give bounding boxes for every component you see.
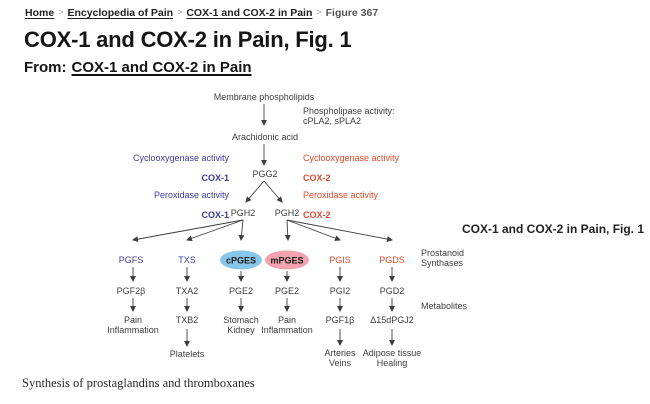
cyclooxygenase-activity-text: Cyclooxygenase activity bbox=[132, 153, 229, 163]
breadcrumb-separator: > bbox=[177, 7, 183, 17]
breadcrumb-separator: > bbox=[58, 7, 64, 17]
breadcrumb-current: Figure 367 bbox=[325, 7, 379, 19]
cox2-text: COX-2 bbox=[303, 173, 331, 183]
node-pgh2-left: PGH2 bbox=[230, 208, 256, 218]
node-pgi2: PGI2 bbox=[329, 286, 351, 296]
cox1-text: COX-1 bbox=[201, 210, 229, 220]
label-cyclooxygenase-cox2: Cyclooxygenase activity COX-2 bbox=[303, 143, 399, 193]
node-membrane-phospholipids: Membrane phospholipids bbox=[213, 92, 315, 102]
label-peroxidase-cox2: Peroxidase activity COX-2 bbox=[303, 180, 378, 230]
figure-caption: Synthesis of prostaglandins and thrombox… bbox=[22, 376, 255, 390]
node-pain-inflammation-left: Pain Inflammation bbox=[107, 315, 159, 335]
node-platelets: Platelets bbox=[169, 349, 205, 359]
node-stomach-kidney: Stomach Kidney bbox=[223, 315, 259, 335]
row-label-metabolites: Metabolites bbox=[421, 301, 468, 311]
node-txa2: TXA2 bbox=[175, 286, 199, 296]
node-pgfs: PGFS bbox=[118, 255, 144, 265]
node-pgg2: PGG2 bbox=[252, 169, 278, 179]
label-cyclooxygenase-cox1: Cyclooxygenase activity COX-1 bbox=[133, 143, 229, 193]
row-label-prostanoid-synthases: Prostanoid Synthases bbox=[421, 248, 465, 268]
mpges-ellipse: mPGES bbox=[265, 250, 309, 270]
breadcrumb-article-link[interactable]: COX-1 and COX-2 in Pain bbox=[186, 7, 313, 19]
peroxidase-activity-text: Peroxidase activity bbox=[153, 190, 229, 200]
node-pain-inflammation-right: Pain Inflammation bbox=[261, 315, 313, 335]
node-delta15dpgj2: Δ15dPGJ2 bbox=[370, 315, 414, 325]
peroxidase-activity-text: Peroxidase activity bbox=[303, 190, 379, 200]
node-pge2-cpges: PGE2 bbox=[228, 286, 254, 296]
figure-side-title: COX-1 and COX-2 in Pain, Fig. 1 bbox=[462, 222, 645, 236]
node-pgis: PGIS bbox=[329, 255, 351, 265]
cpges-ellipse: cPGES bbox=[220, 250, 262, 270]
node-pgds: PGDS bbox=[379, 255, 405, 265]
node-pge2-mpges: PGE2 bbox=[274, 286, 300, 296]
pathway-figure[interactable]: Membrane phospholipids Phospholipase act… bbox=[0, 85, 650, 370]
from-line: From:COX-1 and COX-2 in Pain bbox=[24, 59, 252, 76]
cox1-text: COX-1 bbox=[201, 173, 229, 183]
breadcrumb: Home>Encyclopedia of Pain>COX-1 and COX-… bbox=[25, 7, 378, 19]
node-cpges: cPGES bbox=[225, 255, 256, 265]
breadcrumb-home-link[interactable]: Home bbox=[25, 7, 55, 19]
node-pgf1b: PGF1β bbox=[325, 315, 355, 325]
cox2-text: COX-2 bbox=[303, 210, 331, 220]
breadcrumb-encyclopedia-link[interactable]: Encyclopedia of Pain bbox=[67, 7, 174, 19]
node-mpges: mPGES bbox=[270, 255, 304, 265]
node-phospholipase-activity: Phospholipase activity: cPLA2, sPLA2 bbox=[303, 106, 395, 126]
node-pgd2: PGD2 bbox=[379, 286, 405, 296]
node-pgf2b: PGF2β bbox=[116, 286, 146, 296]
cyclooxygenase-activity-text: Cyclooxygenase activity bbox=[303, 153, 400, 163]
node-arachidonic-acid: Arachidonic acid bbox=[231, 132, 299, 142]
from-article-link[interactable]: COX-1 and COX-2 in Pain bbox=[71, 59, 252, 76]
node-pgh2-right: PGH2 bbox=[274, 208, 300, 218]
node-adipose-healing: Adipose tissue Healing bbox=[362, 348, 422, 368]
from-label: From: bbox=[24, 59, 67, 76]
node-arteries-veins: Arteries Veins bbox=[324, 348, 356, 368]
label-peroxidase-cox1: Peroxidase activity COX-1 bbox=[154, 180, 229, 230]
node-txs: TXS bbox=[178, 255, 196, 265]
node-txb2: TXB2 bbox=[175, 315, 199, 325]
breadcrumb-separator: > bbox=[316, 7, 322, 17]
page-title: COX-1 and COX-2 in Pain, Fig. 1 bbox=[24, 27, 352, 52]
